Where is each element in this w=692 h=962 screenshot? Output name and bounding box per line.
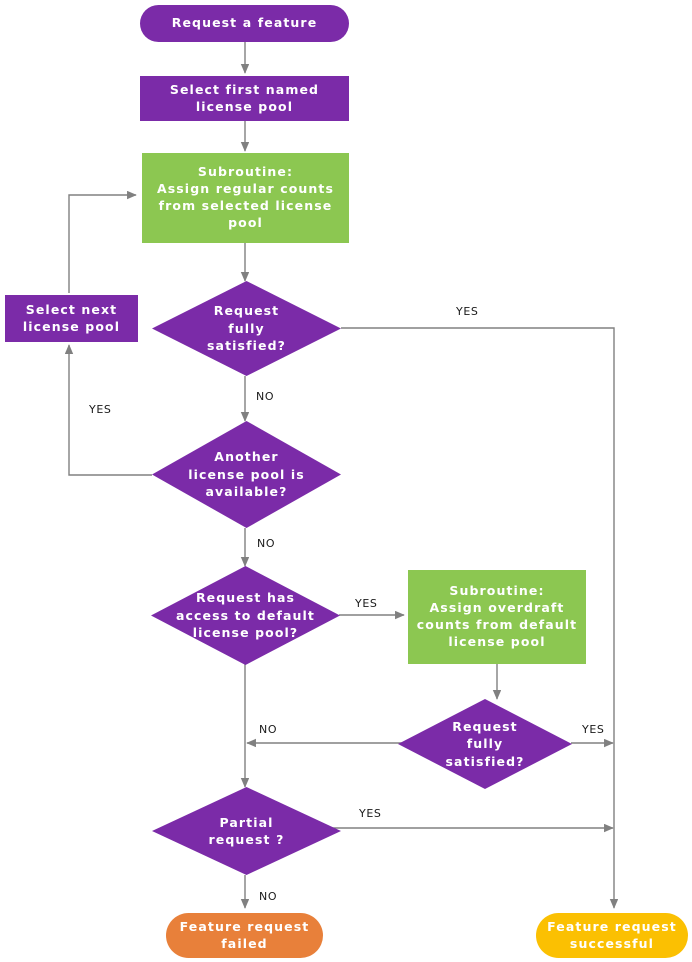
edge-label-satisfied2-yes: YES xyxy=(582,723,605,736)
edge-label-default-access-no: NO xyxy=(259,723,278,736)
node-decision-another-pool-label: Another license pool is available? xyxy=(188,449,305,500)
node-select-next-pool-label: Select next license pool xyxy=(22,301,121,334)
node-decision-default-access-label: Request has access to default license po… xyxy=(175,590,316,641)
node-decision-satisfied-1[interactable]: Request fully satisfied? xyxy=(152,281,341,376)
node-select-next-pool[interactable]: Select next license pool xyxy=(5,295,138,342)
diamond-shape xyxy=(152,787,341,875)
diamond-shape xyxy=(151,566,340,665)
node-decision-satisfied-2-label: Request fully satisfied? xyxy=(445,718,525,769)
node-select-first-pool-label: Select first named license pool xyxy=(169,81,320,114)
node-end-successful[interactable]: Feature request successful xyxy=(536,913,688,958)
node-end-successful-label: Feature request successful xyxy=(547,918,677,951)
edge-label-another-pool-yes: YES xyxy=(89,403,112,416)
edge-label-partial-no: NO xyxy=(259,890,278,903)
edge-label-another-pool-no: NO xyxy=(257,537,276,550)
node-start-label: Request a feature xyxy=(171,15,318,31)
node-end-failed-label: Feature request failed xyxy=(179,918,310,951)
node-start[interactable]: Request a feature xyxy=(140,5,349,42)
diamond-shape xyxy=(152,281,341,376)
node-decision-partial[interactable]: Partial request ? xyxy=(152,787,341,875)
node-decision-satisfied-1-label: Request fully satisfied? xyxy=(207,303,286,354)
edge-label-satisfied1-no: NO xyxy=(256,390,275,403)
node-decision-another-pool[interactable]: Another license pool is available? xyxy=(152,421,341,528)
node-subroutine-overdraft[interactable]: Subroutine: Assign overdraft counts from… xyxy=(408,570,586,664)
edge-select-next-to-subroutine-regular xyxy=(68,190,137,293)
edge-label-satisfied1-yes: YES xyxy=(456,305,479,318)
diamond-shape xyxy=(398,699,572,789)
edge-label-default-access-yes: YES xyxy=(355,597,378,610)
node-subroutine-overdraft-label: Subroutine: Assign overdraft counts from… xyxy=(416,583,578,649)
node-subroutine-regular-label: Subroutine: Assign regular counts from s… xyxy=(156,164,335,230)
edge-label-partial-yes: YES xyxy=(359,807,382,820)
diamond-shape xyxy=(152,421,341,528)
node-end-failed[interactable]: Feature request failed xyxy=(166,913,323,958)
node-decision-partial-label: Partial request ? xyxy=(208,814,285,848)
node-select-first-pool[interactable]: Select first named license pool xyxy=(140,76,349,121)
node-decision-default-access[interactable]: Request has access to default license po… xyxy=(151,566,340,665)
node-decision-satisfied-2[interactable]: Request fully satisfied? xyxy=(398,699,572,789)
node-subroutine-regular[interactable]: Subroutine: Assign regular counts from s… xyxy=(142,153,349,243)
